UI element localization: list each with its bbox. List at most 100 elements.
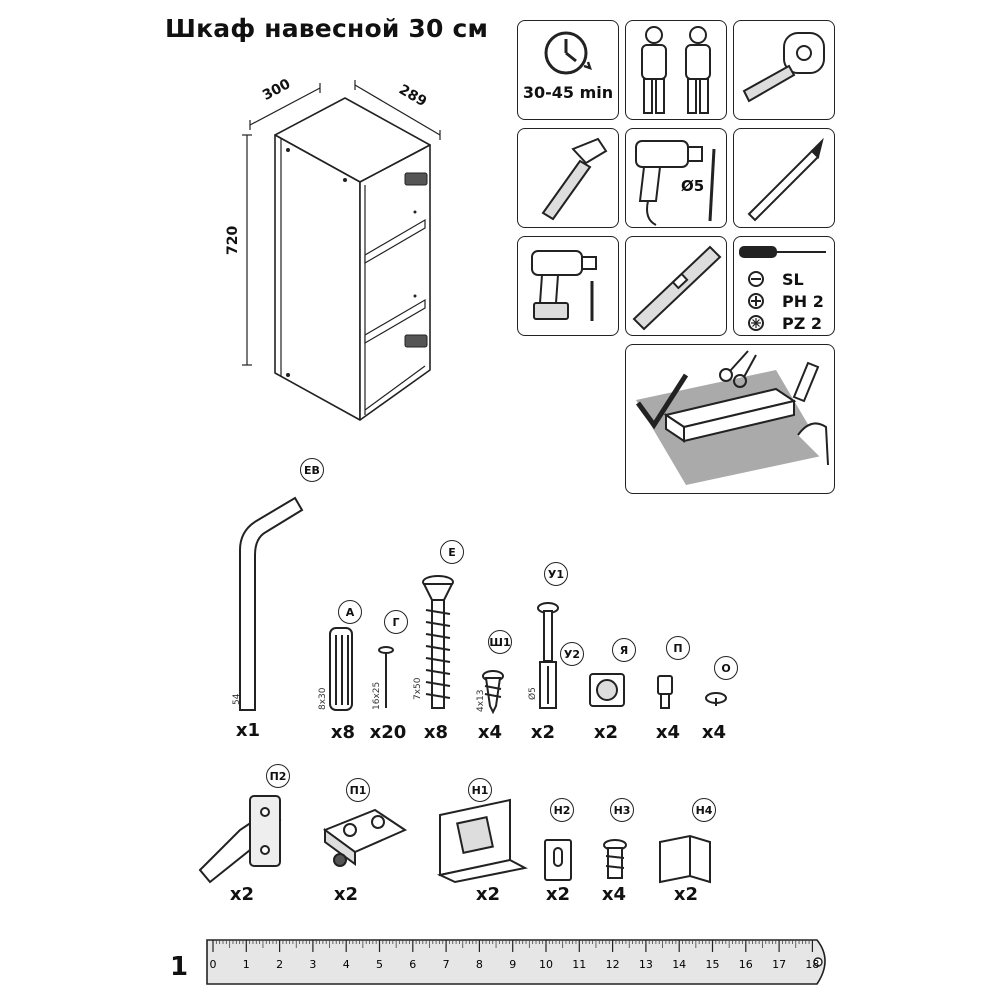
wood-screw [482,670,504,715]
part-size-g: 16x25 [372,681,382,710]
part-count-p: x4 [655,722,681,743]
ruler-tick-label: 15 [706,958,720,971]
screwdriver-sl: SL [782,270,804,289]
part-count-p2: x2 [229,884,255,905]
knife-icon [792,361,820,403]
part-count-n1: x2 [475,884,501,905]
ruler-tick-label: 1 [243,958,250,971]
part-count-sh1: x4 [477,722,503,743]
ruler-tick-label: 6 [409,958,416,971]
ruler-tick-label: 12 [606,958,620,971]
glide-washer [705,692,727,706]
tape-measure-icon [742,32,825,103]
part-letter-u1: У1 [544,562,568,586]
cabinet-drawing [242,80,441,421]
wall-hanger [436,798,528,884]
package-icon [663,387,797,443]
cross-bolt [537,602,559,709]
ruler-tick-label: 11 [572,958,586,971]
part-letter-o: О [714,656,738,680]
part-count-ev: x1 [235,720,261,741]
hammer-box [517,128,619,228]
tape-measure-box [733,20,835,120]
part-letter-e: Е [440,540,464,564]
part-letter-u2: У2 [560,642,584,666]
wood-dowel [329,627,353,711]
part-count-g: x20 [369,722,407,743]
ruler-body [206,939,826,985]
assembly-time: 30-45 min [522,83,614,102]
unpack-box [625,344,835,494]
part-letter-n4: Н4 [692,798,716,822]
part-count-p1: x2 [333,884,359,905]
screwdriver-pz2: PZ 2 [782,314,823,333]
cordless-drill-box [517,236,619,336]
pencil-icon [747,137,824,222]
ruler-tick-label: 0 [210,958,217,971]
drill-diameter: Ø5 [681,177,705,195]
part-count-e: x8 [423,722,449,743]
spirit-level-icon [632,245,722,331]
corner-cover [659,834,711,884]
level-box [625,236,727,336]
euro-screw [603,839,627,879]
person-icon [641,26,667,114]
part-count-a: x8 [330,722,356,743]
part-size-ev: 54 [232,693,242,705]
ruler-tick-label: 7 [443,958,450,971]
checkmark-icon [635,373,689,430]
screwdriver-icon [739,246,826,258]
ruler-tick-label: 8 [476,958,483,971]
part-count-o: x4 [701,722,727,743]
page-title: Шкаф навесной 30 см [165,14,489,43]
part-count-ya: x2 [593,722,619,743]
part-letter-sh1: Ш1 [488,630,512,654]
part-letter-a: А [338,600,362,624]
hammer-icon [541,137,608,221]
part-count-n4: x2 [673,884,699,905]
parts-row1-drawing [239,496,727,715]
part-letter-ya: Я [612,638,636,662]
hinge-plate [322,808,408,867]
part-letter-n3: Н3 [610,798,634,822]
ruler-tick-label: 5 [376,958,383,971]
ruler-tick-label: 2 [276,958,283,971]
screwdriver-ph2: PH 2 [782,292,824,311]
ruler-hole [813,957,823,967]
pencil-box [733,128,835,228]
two-people-box [625,20,727,120]
part-letter-p1: П1 [346,778,370,802]
hinge-cup [198,795,282,884]
parts-row2-drawing [198,795,711,884]
ruler-tick-label: 10 [539,958,553,971]
ruler-tick-label: 9 [509,958,516,971]
part-count-n2: x2 [545,884,571,905]
part-size-a: 8x30 [318,687,328,710]
part-size-u2: Ø5 [528,687,538,700]
ruler-tick-label: 14 [672,958,686,971]
ruler-tick-label: 13 [639,958,653,971]
ruler-tick-label: 17 [772,958,786,971]
ruler-tick-label: 16 [739,958,753,971]
part-letter-n1: Н1 [468,778,492,802]
ruler-tick-label: 3 [309,958,316,971]
scissors-icon [719,350,757,388]
drill-box: Ø5 [625,128,727,228]
part-size-e: 7x50 [413,677,423,700]
time-box: 30-45 min [517,20,619,120]
confirmat-screw [422,575,454,709]
hand-icon [797,422,829,466]
cordless-drill-icon [531,250,597,321]
hanger-bracket [544,839,572,881]
part-letter-n2: Н2 [550,798,574,822]
part-count-u1: x2 [530,722,556,743]
part-letter-p: П [666,636,690,660]
page-number: 1 [170,952,189,982]
screwdriver-box: SL PH 2 PZ 2 [733,236,835,336]
person-icon [685,26,711,114]
nail [378,646,394,708]
part-letter-g: Г [384,610,408,634]
part-size-sh1: 4x13 [476,689,486,712]
